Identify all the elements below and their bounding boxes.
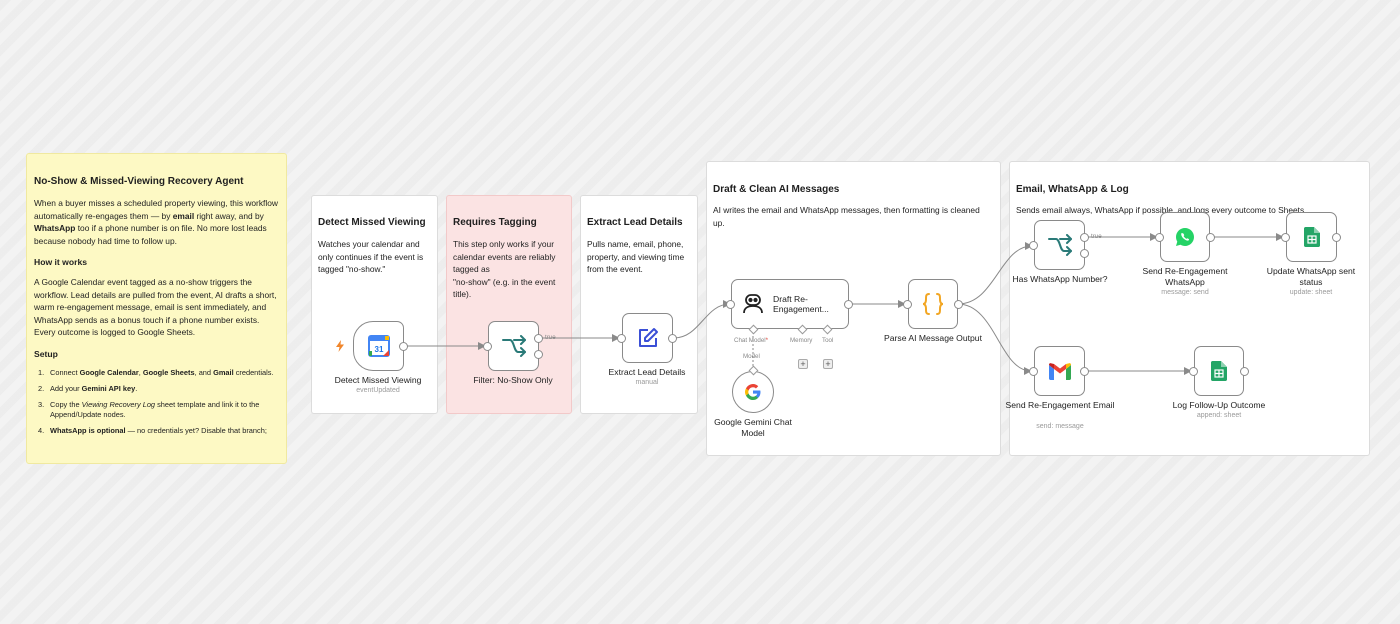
extract-lead-details-sub: manual (635, 379, 659, 386)
detect-missed-viewing-sub: eventUpdated (356, 387, 400, 394)
add-tool-button[interactable]: + (823, 359, 833, 369)
whatsapp-icon (1176, 228, 1194, 246)
output-port[interactable] (1206, 233, 1215, 242)
svg-text:31: 31 (374, 345, 383, 354)
parse-ai-message-node[interactable] (908, 279, 958, 329)
has-whatsapp-number-label: Has WhatsApp Number? (1012, 274, 1108, 284)
input-port[interactable] (903, 300, 912, 309)
trigger-bolt-icon (336, 340, 344, 352)
how-it-works-heading: How it works (34, 257, 88, 267)
send-email-node[interactable] (1034, 346, 1085, 396)
setup-item: 4.WhatsApp is optional — no credentials … (38, 425, 267, 435)
setup-item: 3.Copy the Viewing Recovery Log sheet te… (38, 399, 260, 419)
output-port[interactable] (668, 334, 677, 343)
google-gemini-chat-model-node[interactable] (732, 371, 774, 413)
input-port[interactable] (1155, 233, 1164, 242)
filter-no-show-label: Filter: No-Show Only (473, 375, 553, 385)
google-icon (745, 384, 761, 400)
false-output-port[interactable] (534, 350, 543, 359)
setup-item: 1.Connect Google Calendar, Google Sheets… (38, 367, 274, 377)
has-whatsapp-number-node[interactable] (1034, 220, 1085, 270)
tool-port-label: Tool (822, 337, 834, 344)
chat-model-port-label: Chat Model* (734, 337, 769, 344)
log-follow-up-label: Log Follow-Up Outcome (1172, 400, 1266, 410)
parse-ai-message-label: Parse AI Message Output (884, 333, 982, 343)
model-port-label: Model (743, 353, 760, 360)
filter-no-show-node[interactable] (488, 321, 539, 371)
send-whatsapp-node[interactable] (1160, 212, 1210, 262)
extract-lead-details-node[interactable] (622, 313, 673, 363)
send-email-sub: send: message (1036, 423, 1084, 430)
memory-port-label: Memory (790, 337, 813, 344)
tagging-section-note[interactable] (446, 195, 572, 414)
add-memory-button[interactable]: + (798, 359, 808, 369)
update-whatsapp-status-sub: update: sheet (1289, 289, 1333, 296)
gmail-icon (1048, 362, 1071, 380)
google-calendar-icon: 31 (367, 335, 390, 357)
code-braces-icon (922, 293, 944, 315)
true-branch-label: true (545, 334, 556, 341)
true-branch-label: true (1091, 233, 1102, 240)
extract-section-title: Extract Lead Details (587, 217, 683, 228)
tagging-section-title: Requires Tagging (453, 217, 537, 228)
detect-section-title: Detect Missed Viewing (318, 217, 426, 228)
update-whatsapp-status-node[interactable] (1286, 212, 1337, 262)
send-section-note[interactable] (1009, 161, 1370, 456)
extract-section-desc: Pulls name, email, phone, property, and … (587, 239, 685, 274)
detect-section-note[interactable] (311, 195, 438, 414)
send-email-label: Send Re-Engagement Email (1005, 400, 1115, 410)
how-it-works-text: A Google Calendar event tagged as a no-s… (34, 277, 277, 337)
input-port[interactable] (483, 342, 492, 351)
draft-re-engagement-label: Draft Re-Engagement... (773, 293, 829, 315)
google-gemini-chat-model-label: Google Gemini Chat Model (714, 417, 792, 438)
input-port[interactable] (617, 334, 626, 343)
google-sheets-icon (1303, 227, 1320, 247)
detect-missed-viewing-node[interactable]: 31 (353, 321, 404, 371)
setup-list: 1.Connect Google Calendar, Google Sheets… (34, 368, 279, 436)
send-whatsapp-label: Send Re-Engagement WhatsApp (1142, 266, 1228, 287)
send-section-desc: Sends email always, WhatsApp if possible… (1016, 205, 1307, 215)
true-output-port[interactable] (534, 334, 543, 343)
overview-title: No-Show & Missed-Viewing Recovery Agent (34, 176, 244, 187)
output-port[interactable] (954, 300, 963, 309)
overview-sticky-note[interactable]: No-Show & Missed-Viewing Recovery Agent … (26, 153, 287, 464)
output-port[interactable] (844, 300, 853, 309)
draft-re-engagement-node[interactable]: Draft Re-Engagement... (731, 279, 849, 329)
input-port[interactable] (1189, 367, 1198, 376)
true-output-port[interactable] (1080, 233, 1089, 242)
detect-missed-viewing-label: Detect Missed Viewing (334, 375, 422, 385)
log-follow-up-sub: append: sheet (1196, 412, 1242, 419)
send-whatsapp-sub: message: send (1161, 289, 1209, 296)
draft-section-title: Draft & Clean AI Messages (713, 184, 840, 195)
log-follow-up-node[interactable] (1194, 346, 1244, 396)
ai-agent-icon (743, 294, 763, 314)
filter-branch-icon (501, 335, 526, 357)
input-port[interactable] (1281, 233, 1290, 242)
setup-item: 2.Add your Gemini API key. (38, 383, 138, 393)
output-port[interactable] (1240, 367, 1249, 376)
output-port[interactable] (399, 342, 408, 351)
input-port[interactable] (1029, 367, 1038, 376)
filter-branch-icon (1047, 234, 1072, 256)
draft-section-desc: AI writes the email and WhatsApp message… (713, 205, 980, 228)
edit-icon (638, 328, 658, 347)
google-sheets-icon (1211, 361, 1227, 381)
false-output-port[interactable] (1080, 249, 1089, 258)
output-port[interactable] (1080, 367, 1089, 376)
tagging-section-desc: This step only works if your calendar ev… (453, 239, 556, 299)
input-port[interactable] (1029, 241, 1038, 250)
input-port[interactable] (726, 300, 735, 309)
send-section-title: Email, WhatsApp & Log (1016, 184, 1129, 195)
detect-section-desc: Watches your calendar and only continues… (318, 239, 424, 274)
setup-heading: Setup (34, 348, 58, 359)
update-whatsapp-status-label: Update WhatsApp sent status (1266, 266, 1356, 287)
extract-lead-details-label: Extract Lead Details (608, 367, 686, 377)
overview-intro: When a buyer misses a scheduled property… (34, 198, 278, 246)
output-port[interactable] (1332, 233, 1341, 242)
